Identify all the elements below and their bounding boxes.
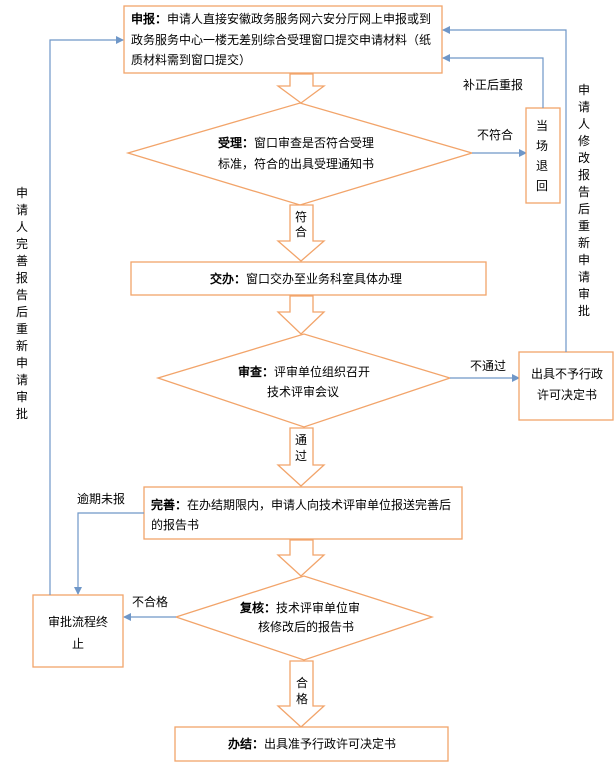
right-char-11: 申 xyxy=(578,253,590,267)
right-char-5: 改 xyxy=(578,151,590,165)
reapply-right-connector xyxy=(442,26,567,352)
right-char-4: 修 xyxy=(578,133,590,148)
not-pass-label: 不通过 xyxy=(470,359,506,373)
right-char-3: 人 xyxy=(578,117,590,131)
recheck-line-2: 核修改后的报告书 xyxy=(258,619,354,634)
qualified-label-1: 合 xyxy=(296,675,308,690)
not-qualified-label: 不合格 xyxy=(132,594,168,609)
assign-text: 窗口交办至业务科室具体办理 xyxy=(246,271,402,286)
finish-node: 办结：出具准予行政许可决定书 xyxy=(174,726,449,762)
right-char-2: 请 xyxy=(578,100,590,114)
finish-text: 出具准予行政许可决定书 xyxy=(264,736,396,751)
svg-text:完善：在办结期限内，申请人向技术评审单位报送完善后: 完善：在办结期限内，申请人向技术评审单位报送完善后 xyxy=(151,497,451,512)
right-char-1: 申 xyxy=(578,83,590,97)
onsite-char-4: 回 xyxy=(536,179,548,193)
conform-label-1: 符 xyxy=(295,209,307,224)
improve-head: 完善： xyxy=(151,497,187,512)
left-char-12: 请 xyxy=(16,373,28,387)
deny-node: 出具不予行政 许可决定书 xyxy=(518,351,614,421)
flow-arrow-1 xyxy=(276,73,326,104)
svg-text:受理：窗口审查是否符合受理: 受理：窗口审查是否符合受理 xyxy=(218,135,374,150)
terminate-node: 审批流程终 止 xyxy=(32,594,124,668)
left-char-5: 善 xyxy=(16,253,28,268)
deny-line-2: 许可决定书 xyxy=(537,387,597,402)
overdue-connector xyxy=(74,512,144,595)
assign-head: 交办： xyxy=(210,271,246,286)
accept-head: 受理： xyxy=(218,135,254,150)
apply-line-1: 申请人直接安徽政务服务网六安分厅网上申报或到 xyxy=(167,11,431,26)
recheck-head: 复核： xyxy=(239,600,276,615)
svg-text:办结：出具准予行政许可决定书: 办结：出具准予行政许可决定书 xyxy=(228,736,396,751)
resubmit-label: 补正后重报 xyxy=(463,77,523,92)
left-char-13: 审 xyxy=(16,389,28,404)
deny-line-1: 出具不予行政 xyxy=(531,367,603,381)
left-char-3: 人 xyxy=(16,220,28,234)
reapply-left-connector xyxy=(49,36,124,595)
accept-node: 受理：窗口审查是否符合受理 标准，符合的出具受理通知书 xyxy=(125,102,475,206)
apply-line-2: 政务服务中心一楼无差别综合受理窗口提交申请材料（纸 xyxy=(131,32,431,47)
left-char-8: 后 xyxy=(16,305,28,319)
flow-arrow-6 xyxy=(276,660,326,728)
svg-text:审查：评审单位组织召开: 审查：评审单位组织召开 xyxy=(238,364,370,379)
pass-label-1: 通 xyxy=(295,433,307,447)
svg-text:复核：技术评审单位审: 复核：技术评审单位审 xyxy=(239,600,360,615)
improve-line-2: 的报告书 xyxy=(151,517,199,532)
not-conform-label: 不符合 xyxy=(477,127,513,142)
apply-head: 申报： xyxy=(131,11,167,26)
improve-line-1: 在办结期限内，申请人向技术评审单位报送完善后 xyxy=(187,497,451,512)
right-char-10: 新 xyxy=(578,235,590,250)
pass-label-2: 过 xyxy=(295,449,307,463)
left-char-7: 告 xyxy=(16,288,28,302)
left-char-1: 申 xyxy=(16,186,28,200)
review-head: 审查： xyxy=(238,364,274,379)
reapply-left-label: 申 请 人 完 善 报 告 后 重 新 申 请 审 批 xyxy=(16,186,28,421)
left-char-10: 新 xyxy=(16,338,28,353)
apply-line-3: 质材料需到窗口提交） xyxy=(131,52,251,67)
flow-arrow-2 xyxy=(276,204,326,262)
right-char-13: 审 xyxy=(578,286,590,301)
right-char-7: 告 xyxy=(578,185,590,199)
recheck-line-1: 技术评审单位审 xyxy=(276,600,360,615)
review-node: 审查：评审单位组织召开 技术评审会议 xyxy=(155,333,453,428)
terminate-line-2: 止 xyxy=(72,637,84,651)
right-char-6: 报 xyxy=(578,167,590,182)
right-char-8: 后 xyxy=(578,202,590,216)
recheck-node: 复核：技术评审单位审 核修改后的报告书 xyxy=(173,575,435,661)
review-line-2: 技术评审会议 xyxy=(267,384,339,399)
qualified-label-2: 格 xyxy=(296,691,308,706)
reapply-right-label: 申 请 人 修 改 报 告 后 重 新 申 请 审 批 xyxy=(578,83,590,318)
overdue-label: 逾期未报 xyxy=(77,491,125,506)
left-char-14: 批 xyxy=(16,406,28,421)
svg-text:申报：申请人直接安徽政务服务网六安分厅网上申报或到: 申报：申请人直接安徽政务服务网六安分厅网上申报或到 xyxy=(131,11,431,26)
accept-line-1: 窗口审查是否符合受理 xyxy=(254,135,374,150)
apply-node: 申报：申请人直接安徽政务服务网六安分厅网上申报或到 政务服务中心一楼无差别综合受… xyxy=(123,5,443,74)
flow-arrow-3 xyxy=(276,295,326,335)
left-char-2: 请 xyxy=(16,203,28,217)
left-char-6: 报 xyxy=(16,270,28,285)
accept-line-2: 标准，符合的出具受理通知书 xyxy=(218,156,374,171)
left-char-9: 重 xyxy=(16,322,28,336)
review-line-1: 评审单位组织召开 xyxy=(274,364,370,379)
right-char-9: 重 xyxy=(578,219,590,233)
right-char-12: 请 xyxy=(578,270,590,284)
improve-node: 完善：在办结期限内，申请人向技术评审单位报送完善后 的报告书 xyxy=(143,486,463,540)
assign-node: 交办：窗口交办至业务科室具体办理 xyxy=(130,261,487,296)
onsite-return-node: 当 场 退 回 xyxy=(525,107,561,204)
onsite-char-1: 当 xyxy=(536,119,548,133)
resubmit-connector xyxy=(442,54,544,108)
flow-arrow-5 xyxy=(276,539,326,577)
conform-label-2: 合 xyxy=(295,224,307,239)
left-char-4: 完 xyxy=(16,236,28,251)
terminate-line-1: 审批流程终 xyxy=(48,614,108,629)
onsite-char-2: 场 xyxy=(536,139,548,153)
onsite-char-3: 退 xyxy=(536,159,548,173)
finish-head: 办结： xyxy=(228,736,264,751)
right-char-14: 批 xyxy=(578,303,590,318)
svg-text:交办：窗口交办至业务科室具体办理: 交办：窗口交办至业务科室具体办理 xyxy=(210,271,402,286)
flow-arrow-4 xyxy=(276,427,326,487)
left-char-11: 申 xyxy=(16,356,28,370)
